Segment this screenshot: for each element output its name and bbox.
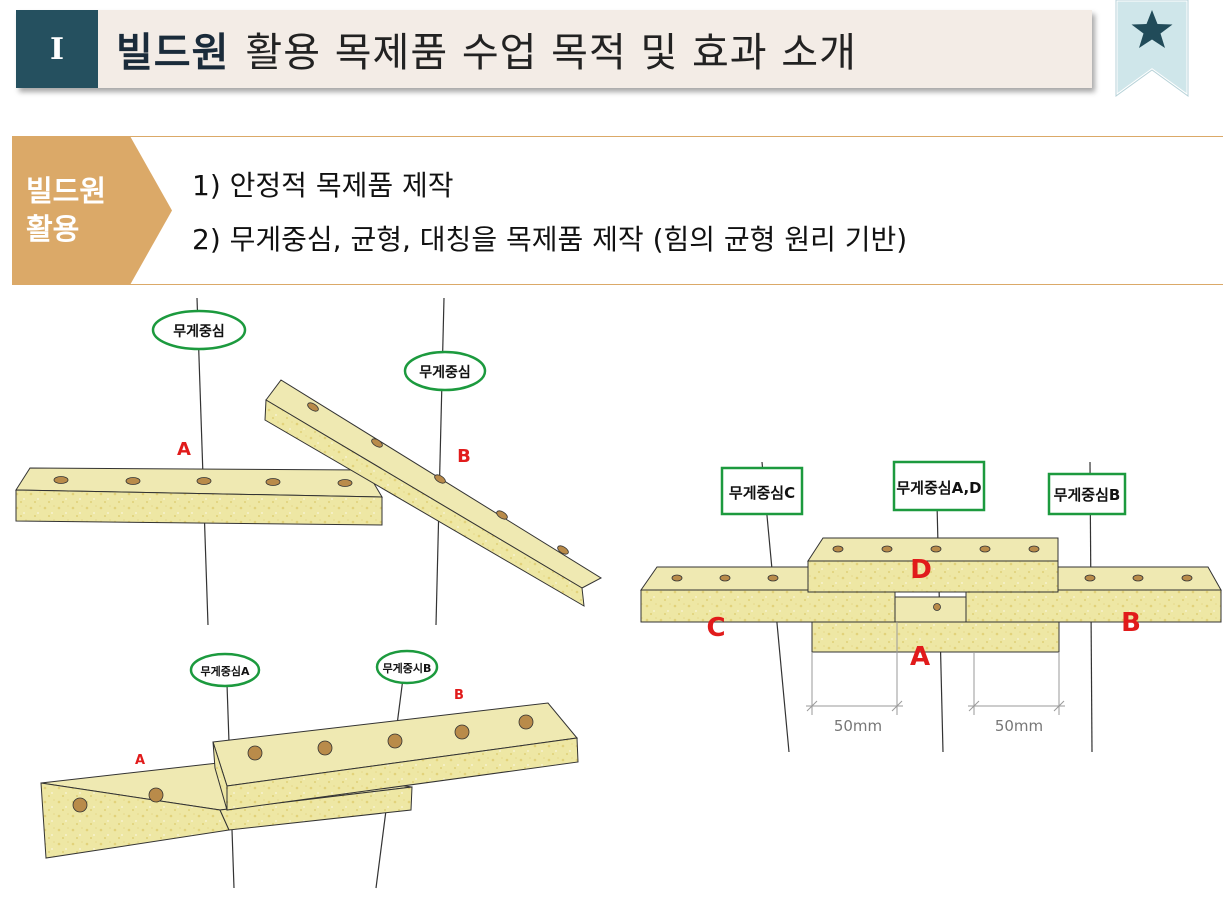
center-of-gravity-label-ad: 무게중심A,D [896,479,981,497]
section-item-2: 2) 무게중심, 균형, 대칭을 목제품 제작 (힘의 균형 원리 기반) [192,223,908,256]
wood-block [811,596,1060,653]
figure-top-left: 무게중심 무게중심 A B [15,297,603,626]
title-bar: I 빌드원 활용 목제품 수업 목적 및 효과 소개 [16,10,1092,88]
section-item-1: 1) 안정적 목제품 제작 [192,169,454,202]
label-box [720,466,804,516]
wood-block [15,467,383,526]
dimension-label-left: 50mm [834,717,882,735]
letter-d: D [910,555,932,585]
figure-right: 무게중심C 무게중심A,D 무게중심B D C B A 50mm 50mm [640,460,1222,753]
section-tag-line1: 빌드원 [26,174,107,208]
figure-bottom-left: 무게중심A 무게중시B A B [40,649,579,889]
label-oval [403,350,487,392]
bookmark-ribbon [1114,0,1190,99]
label-box [892,460,986,512]
center-of-gravity-label: 무게중심 [173,324,225,340]
label-oval [189,652,261,688]
letter-b: B [1121,608,1141,638]
letter-a: A [177,439,191,460]
letter-c: C [706,613,725,643]
star-icon [1131,10,1173,48]
label-oval [151,309,247,351]
dimension-label-right: 50mm [995,717,1043,735]
wood-block [807,537,1059,593]
wood-block [212,702,579,811]
page-title: 빌드원 활용 목제품 수업 목적 및 효과 소개 [116,10,857,88]
title-rest: 활용 목제품 수업 목적 및 효과 소개 [245,30,857,76]
wood-block [264,379,603,607]
section-tag-arrow [12,136,172,285]
dimension-right [968,652,1065,715]
letter-b: B [454,688,464,703]
divider [12,284,1223,285]
center-of-gravity-label: 무게중심A [201,664,250,678]
letter-a: A [910,642,930,672]
center-of-gravity-label: 무게중시B [383,661,432,675]
figures-area: 무게중심 무게중심 A B 무게중심A [15,297,1222,889]
section-tag-line2: 활용 [26,212,80,246]
section-number: I [16,10,98,88]
center-of-gravity-label: 무게중심 [419,365,471,381]
dimension-left [806,622,903,715]
section-tag: 빌드원 활용 [26,172,106,248]
title-keyword: 빌드원 [116,30,230,76]
divider [12,136,1223,137]
label-oval [375,649,439,685]
wood-block [965,566,1222,623]
letter-b: B [457,446,471,467]
letter-a: A [135,753,145,768]
label-box [1047,472,1127,516]
section-bar: 빌드원 활용 1) 안정적 목제품 제작 2) 무게중심, 균형, 대칭을 목제… [12,136,1223,285]
wood-block [40,761,413,859]
center-of-gravity-label-c: 무게중심C [729,484,795,502]
center-of-gravity-label-b: 무게중심B [1054,486,1121,504]
